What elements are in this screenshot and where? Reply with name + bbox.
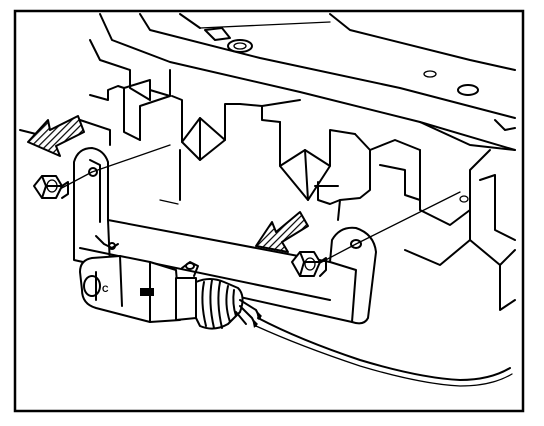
projection-lines (57, 144, 461, 265)
removal-arrow-left (27, 115, 85, 157)
nut-left (33, 175, 69, 199)
radiator-support (19, 13, 516, 311)
removal-arrow-right (255, 211, 309, 253)
wire-harness (255, 317, 513, 387)
figure-border (13, 9, 525, 413)
connector-label: C (102, 284, 109, 294)
nut-right (291, 251, 327, 277)
electrical-connector: C (79, 235, 262, 330)
